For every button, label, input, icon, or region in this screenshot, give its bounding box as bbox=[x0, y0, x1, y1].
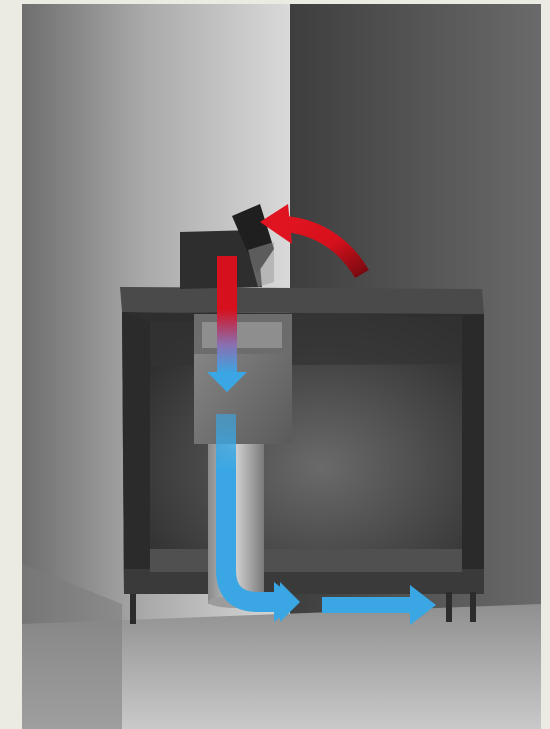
kitchen-cabinet bbox=[120, 287, 484, 624]
kitchen-cabinet-airflow-illustration bbox=[22, 4, 541, 729]
product-illustration-frame bbox=[22, 4, 541, 729]
